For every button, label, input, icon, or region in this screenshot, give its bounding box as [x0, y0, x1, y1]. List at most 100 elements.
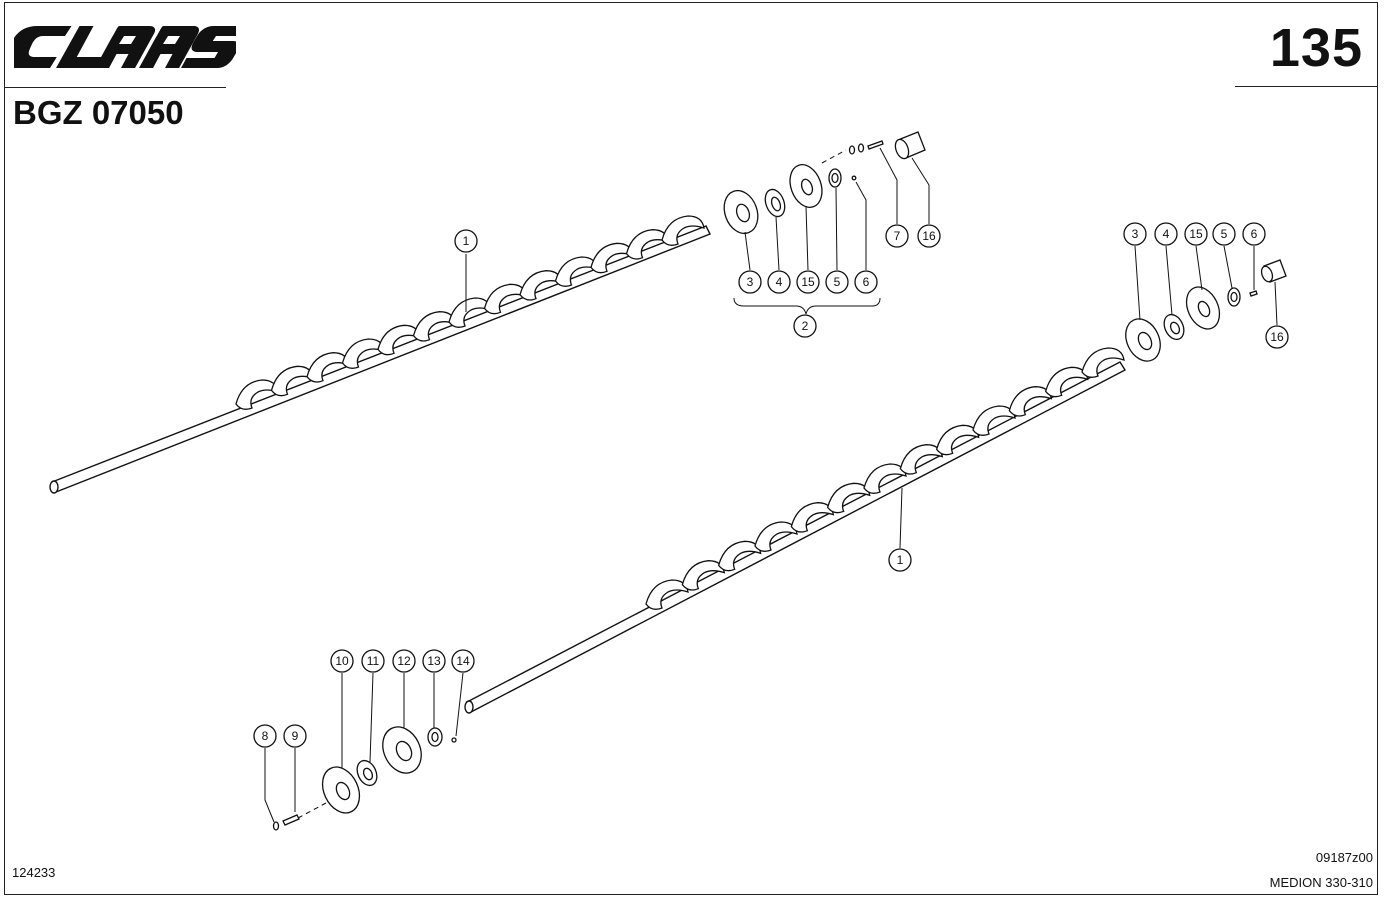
- lower-auger-flights: [645, 347, 1125, 610]
- document-code: BGZ 07050: [13, 94, 184, 131]
- header-rule-right: [1235, 86, 1378, 87]
- flange-housing-bore: [395, 740, 413, 762]
- auger-flight: [645, 579, 689, 610]
- flange-bore: [735, 203, 751, 223]
- flange-bore: [1137, 331, 1153, 351]
- callout-lower-auger: 1: [888, 548, 912, 572]
- svg-text:4: 4: [776, 275, 783, 289]
- svg-text:15: 15: [1189, 227, 1203, 241]
- footer-drawing-number: 124233: [12, 865, 56, 880]
- callout-upper-4: 4: [767, 270, 791, 294]
- callout-right-5: 5: [1212, 222, 1236, 246]
- callout-right-6: 6: [1242, 222, 1266, 246]
- flange-15-bore: [1197, 300, 1211, 318]
- svg-text:4: 4: [1163, 227, 1170, 241]
- footer-illustration-code: 09187z00: [1315, 850, 1373, 865]
- auger-flight: [661, 215, 705, 246]
- callout-upper-group-2: 2: [793, 314, 817, 338]
- header-rule-left: [4, 87, 226, 88]
- lower-shaft-end: [464, 700, 474, 714]
- svg-text:3: 3: [1132, 227, 1139, 241]
- callout-lower-11: 11: [361, 649, 385, 673]
- assembly-axis: [297, 802, 327, 819]
- callout-upper-6: 6: [854, 270, 878, 294]
- washer: [857, 143, 865, 153]
- bearing-bore: [362, 767, 374, 781]
- set-screw: [451, 737, 457, 743]
- callout-lower-13: 13: [422, 649, 446, 673]
- collar-bore: [1230, 291, 1238, 303]
- upper-auger: [49, 215, 711, 494]
- auger-flight: [681, 560, 726, 591]
- bolt: [282, 814, 300, 826]
- auger-flight: [412, 311, 457, 342]
- callout-right-4: 4: [1154, 222, 1178, 246]
- bearing-bore: [770, 196, 782, 212]
- callout-upper-auger: 1: [454, 229, 478, 253]
- footer-model: MEDION 330-310: [1269, 875, 1373, 890]
- callout-upper-16: 16: [917, 224, 941, 248]
- auger-flight: [1081, 347, 1125, 378]
- auger-flight: [483, 283, 528, 315]
- callout-upper-5: 5: [825, 270, 849, 294]
- callout-lower-14: 14: [451, 649, 475, 673]
- svg-text:16: 16: [1270, 330, 1284, 344]
- drawing-frame: [4, 2, 1378, 895]
- flange-15-bore: [800, 178, 814, 196]
- washer: [848, 145, 856, 155]
- lower-auger-shaft: [466, 361, 1126, 713]
- callout-lower-8: 8: [253, 724, 277, 748]
- flange-bore: [335, 781, 351, 801]
- bolt: [867, 140, 884, 150]
- svg-text:1: 1: [897, 553, 904, 567]
- auger-flight: [377, 324, 421, 356]
- washer: [272, 821, 280, 831]
- auger-flight: [863, 463, 907, 494]
- svg-text:5: 5: [834, 275, 841, 289]
- svg-text:12: 12: [397, 654, 411, 668]
- auger-flight: [790, 502, 835, 533]
- lower-bearing-group: [272, 726, 457, 831]
- auger-flight: [625, 229, 670, 260]
- callout-lower-10: 10: [330, 649, 354, 673]
- bearing-bore: [1169, 321, 1181, 335]
- svg-text:9: 9: [292, 729, 299, 743]
- svg-text:14: 14: [456, 654, 470, 668]
- bushing-face: [1260, 265, 1274, 283]
- svg-text:6: 6: [863, 275, 870, 289]
- svg-text:10: 10: [335, 654, 349, 668]
- auger-flight: [519, 270, 563, 301]
- callout-upper-7: 7: [885, 224, 909, 248]
- auger-flight: [448, 297, 492, 328]
- auger-flight: [717, 540, 762, 572]
- callout-lower-12: 12: [392, 649, 416, 673]
- assembly-axis: [821, 149, 847, 164]
- auger-flight: [899, 444, 944, 475]
- svg-text:11: 11: [367, 654, 380, 668]
- auger-flight: [554, 256, 599, 287]
- callout-lower-9: 9: [283, 724, 307, 748]
- auger-flight: [1008, 386, 1053, 417]
- right-bearing-group: [1125, 259, 1287, 362]
- svg-text:1: 1: [463, 234, 470, 248]
- svg-text:8: 8: [262, 729, 269, 743]
- callouts: 1 3 4 15 5 6 2 7 16 3 4 15 5 6 16: [253, 222, 1289, 748]
- set-screw: [1249, 290, 1258, 297]
- svg-text:13: 13: [427, 654, 441, 668]
- auger-flight: [235, 379, 279, 410]
- set-screw: [851, 175, 857, 181]
- upper-shaft-end: [49, 480, 59, 494]
- auger-flight: [306, 352, 350, 383]
- svg-text:7: 7: [894, 229, 901, 243]
- svg-text:2: 2: [802, 319, 809, 333]
- page-number: 135: [1269, 18, 1363, 78]
- collar-bore: [431, 731, 439, 743]
- auger-flight: [972, 405, 1016, 436]
- auger-flight: [341, 338, 386, 369]
- callout-right-15: 15: [1184, 222, 1208, 246]
- svg-text:3: 3: [747, 275, 754, 289]
- svg-text:5: 5: [1221, 227, 1228, 241]
- callout-right-16: 16: [1265, 325, 1289, 349]
- upper-bearing-group: [723, 131, 926, 235]
- auger-flight: [270, 365, 315, 397]
